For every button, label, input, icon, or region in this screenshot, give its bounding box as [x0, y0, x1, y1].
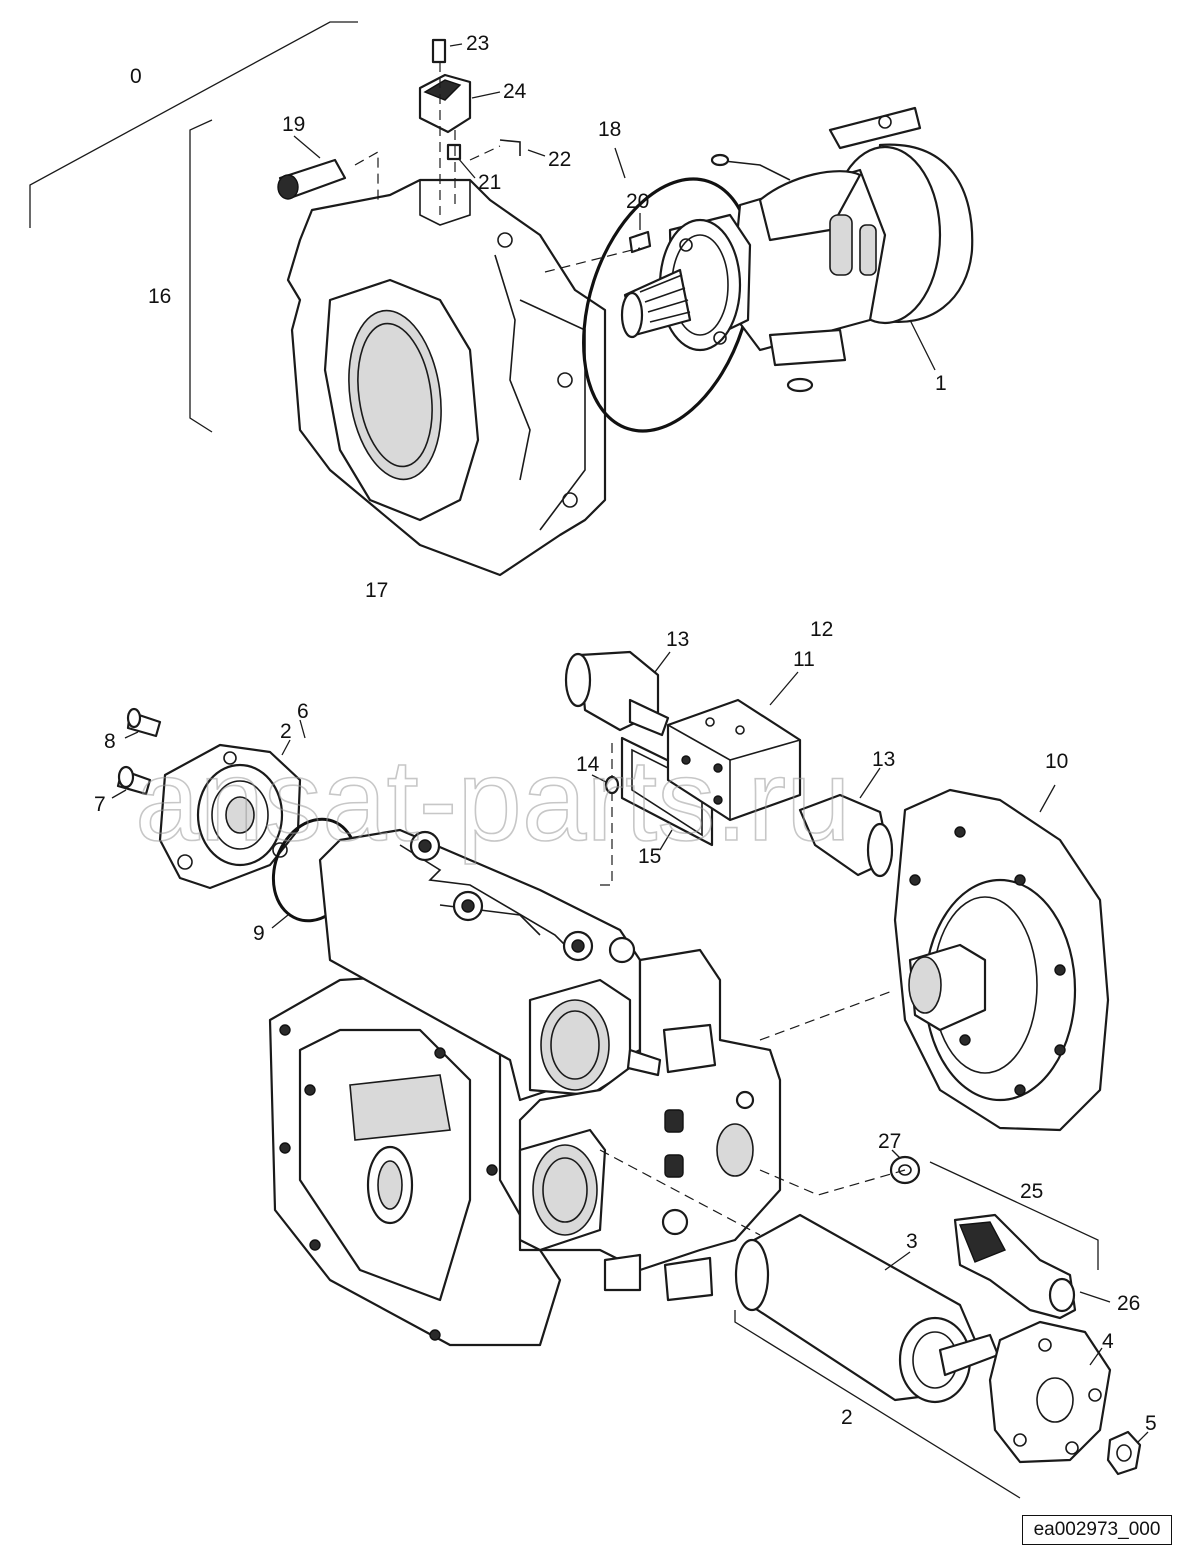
callout-26: 26 [1117, 1292, 1140, 1315]
motor-part-1 [620, 106, 974, 393]
group-bracket-16 [189, 119, 213, 433]
cylinder-part-3 [734, 1213, 1000, 1404]
housing-part-17 [286, 178, 607, 577]
callout-21: 21 [478, 171, 501, 194]
callout-10: 10 [1045, 750, 1068, 773]
callout-14: 14 [576, 753, 600, 776]
callout-20: 20 [626, 190, 649, 213]
pin-part-20 [628, 213, 652, 254]
switch-assembly-parts-21-24 [418, 38, 521, 215]
o-ring-part-18 [582, 147, 754, 433]
drawing-reference-id: ea002973_000 [1022, 1515, 1172, 1545]
callout-12: 12 [810, 618, 833, 641]
screw-part-8 [124, 707, 162, 739]
cartridge-part-13-lower [798, 767, 894, 878]
bolt-part-19 [277, 135, 347, 200]
group-bracket-0 [29, 21, 358, 228]
group-bracket-2 [734, 1310, 1021, 1499]
callout-18: 18 [598, 118, 621, 141]
callout-3: 3 [906, 1230, 918, 1253]
pump-housing [268, 740, 896, 1347]
callout-4: 4 [1102, 1330, 1114, 1353]
screw-part-14 [591, 774, 620, 795]
cap-plate-part-4 [988, 1320, 1112, 1464]
callout-23: 23 [466, 32, 489, 55]
nut-part-5 [1106, 1430, 1149, 1476]
callout-2-upper: 2 [280, 720, 292, 743]
callout-9: 9 [253, 922, 265, 945]
callout-13-upper: 13 [666, 628, 689, 651]
callout-24: 24 [503, 80, 527, 103]
callout-6: 6 [297, 700, 309, 723]
callout-1: 1 [935, 372, 947, 395]
cartridge-part-13-upper [564, 650, 671, 737]
end-plate-part-10 [893, 784, 1110, 1132]
screw-part-7 [111, 765, 152, 799]
callout-15: 15 [638, 845, 661, 868]
callout-19: 19 [282, 113, 305, 136]
cover-plate-part-2-6 [158, 719, 306, 890]
callout-16: 16 [148, 285, 171, 308]
callout-8: 8 [104, 730, 116, 753]
callout-25: 25 [1020, 1180, 1043, 1203]
callout-13-lower: 13 [872, 748, 895, 771]
washer-part-27 [889, 1149, 921, 1185]
callout-11: 11 [793, 648, 815, 671]
callout-22: 22 [548, 148, 571, 171]
valve-block-part-11 [666, 671, 802, 822]
callout-2-lower: 2 [841, 1406, 853, 1429]
watermark-text: ansat-parts.ru [135, 735, 851, 865]
cartridge-valve-part-25 [953, 1213, 1077, 1320]
callout-5: 5 [1145, 1412, 1157, 1435]
callout-17: 17 [365, 579, 388, 602]
callout-27: 27 [878, 1130, 901, 1153]
callout-0: 0 [130, 65, 142, 88]
callout-7: 7 [94, 793, 106, 816]
